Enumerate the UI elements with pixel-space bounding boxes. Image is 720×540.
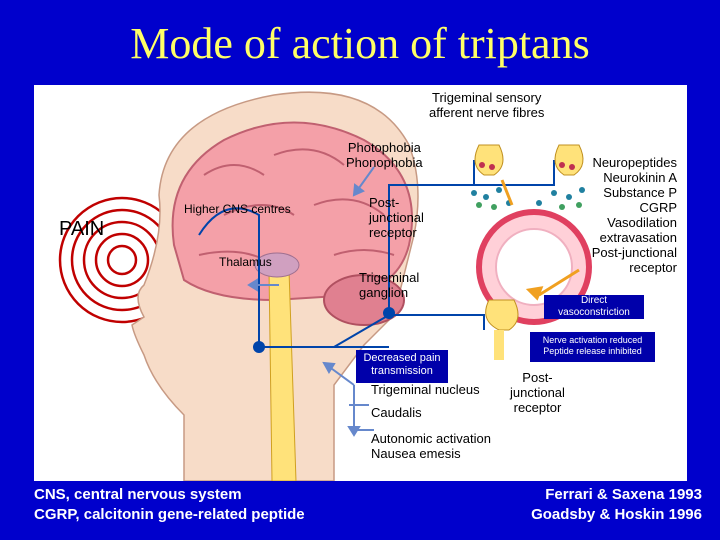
label-trigeminal-nucleus: Trigeminal nucleus <box>371 382 480 397</box>
arrows <box>247 166 375 437</box>
diagram-illustration <box>58 91 655 481</box>
label-thalamus: Thalamus <box>219 255 272 269</box>
label-pain: PAIN <box>59 218 105 240</box>
nerve-pathways <box>198 160 555 348</box>
slide-title: Mode of action of triptans <box>130 19 590 68</box>
brain <box>171 121 413 302</box>
orange-arrows <box>500 179 580 301</box>
lower-nerve-terminal <box>485 299 519 331</box>
nerve-terminals <box>471 144 585 210</box>
label-higher-cns: Higher CNS centres <box>184 202 291 216</box>
label-caudalis: Caudalis <box>371 405 422 420</box>
